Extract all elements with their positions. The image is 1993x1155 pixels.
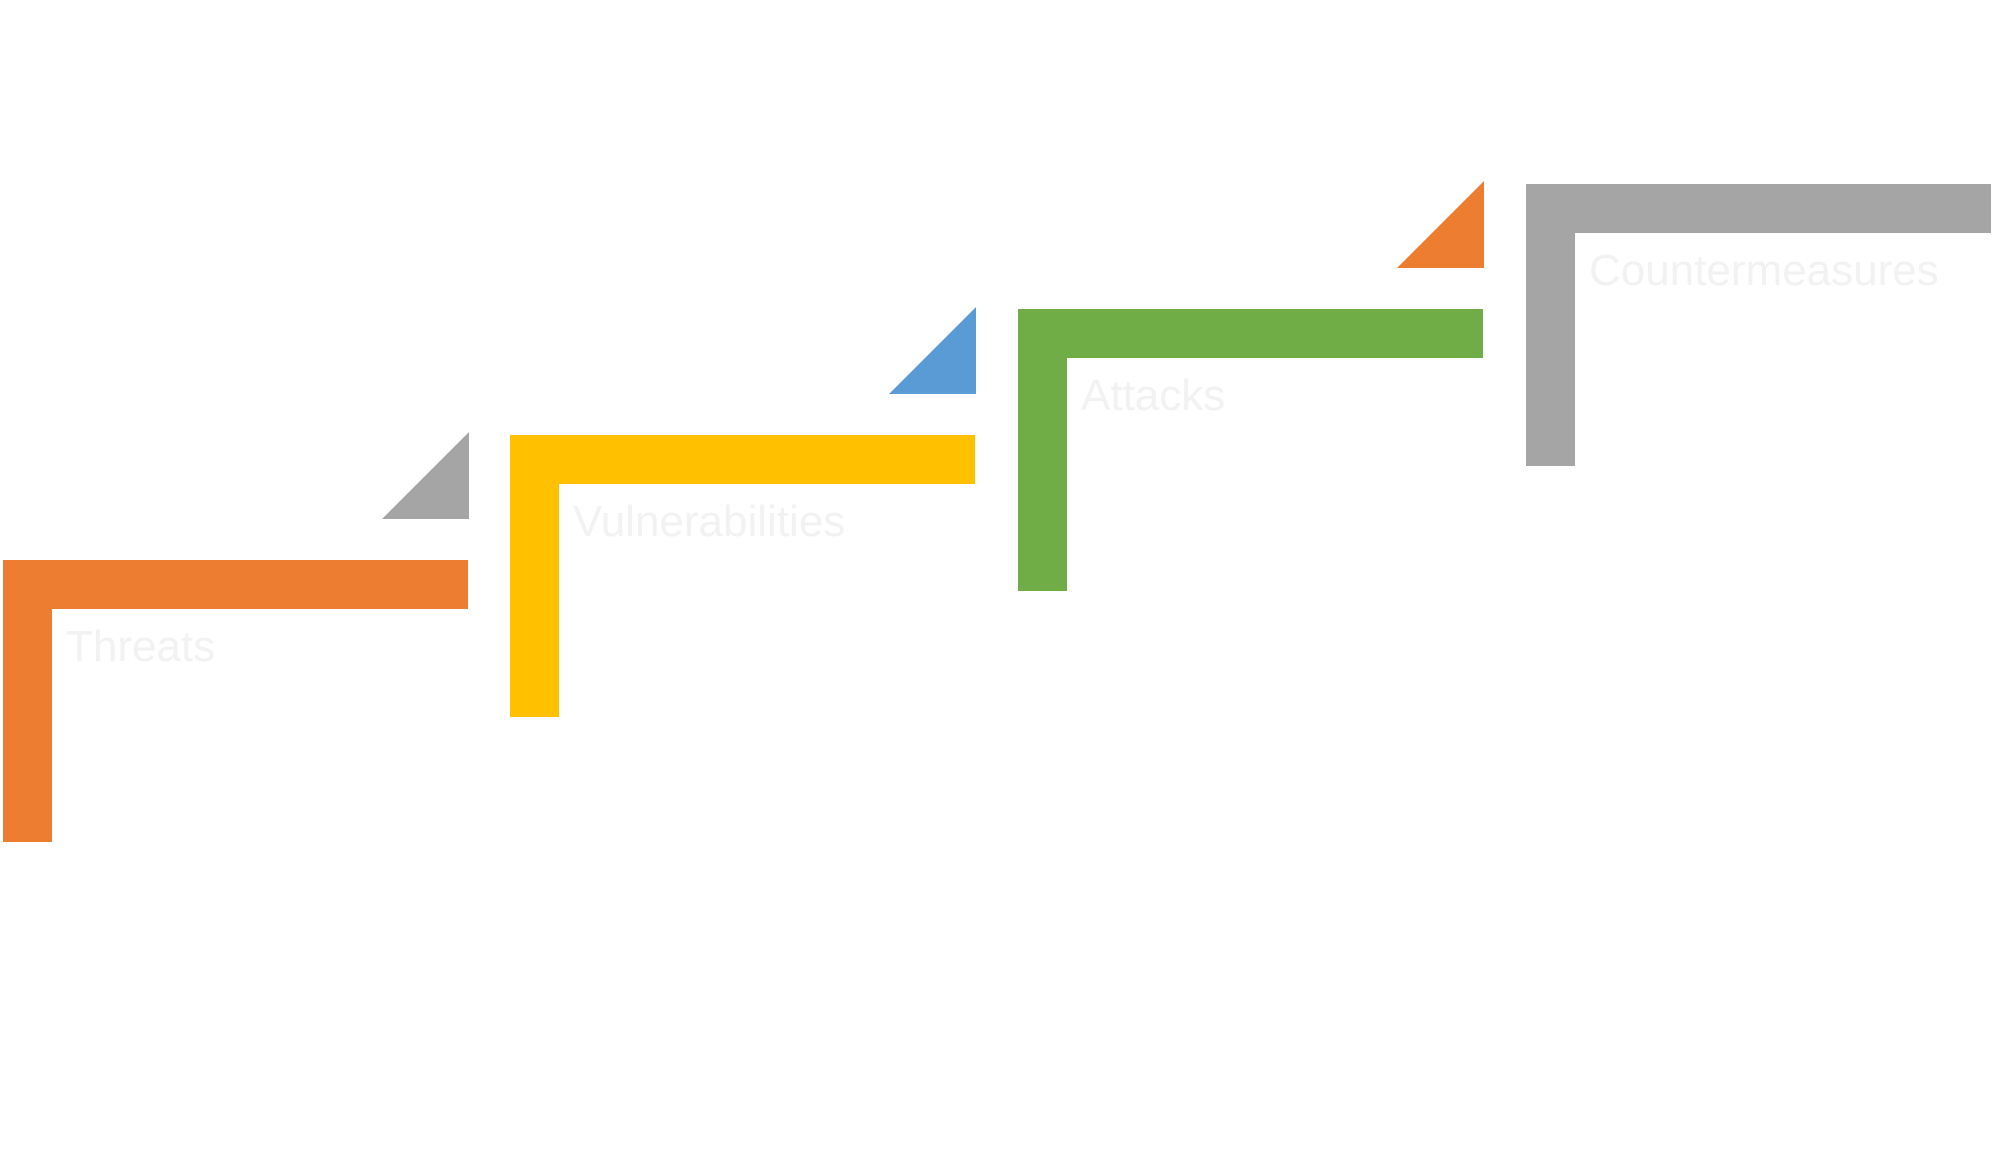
step-top-bar: [510, 435, 975, 484]
step-side-bar: [1018, 309, 1067, 591]
step-top-bar: [1018, 309, 1483, 358]
step-label: Countermeasures: [1589, 246, 1939, 295]
step-side-bar: [510, 435, 559, 717]
step-side-bar: [1526, 184, 1575, 466]
step-label: Threats: [66, 622, 216, 671]
step-label: Attacks: [1081, 371, 1226, 420]
step-corner-triangle: [382, 432, 469, 519]
step-side-bar: [3, 560, 52, 842]
step-top-bar: [1526, 184, 1991, 233]
step-top-bar: [3, 560, 468, 609]
step-corner-triangle: [1397, 181, 1484, 268]
step-label: Vulnerabilities: [573, 497, 846, 546]
step-corner-triangle: [889, 307, 976, 394]
